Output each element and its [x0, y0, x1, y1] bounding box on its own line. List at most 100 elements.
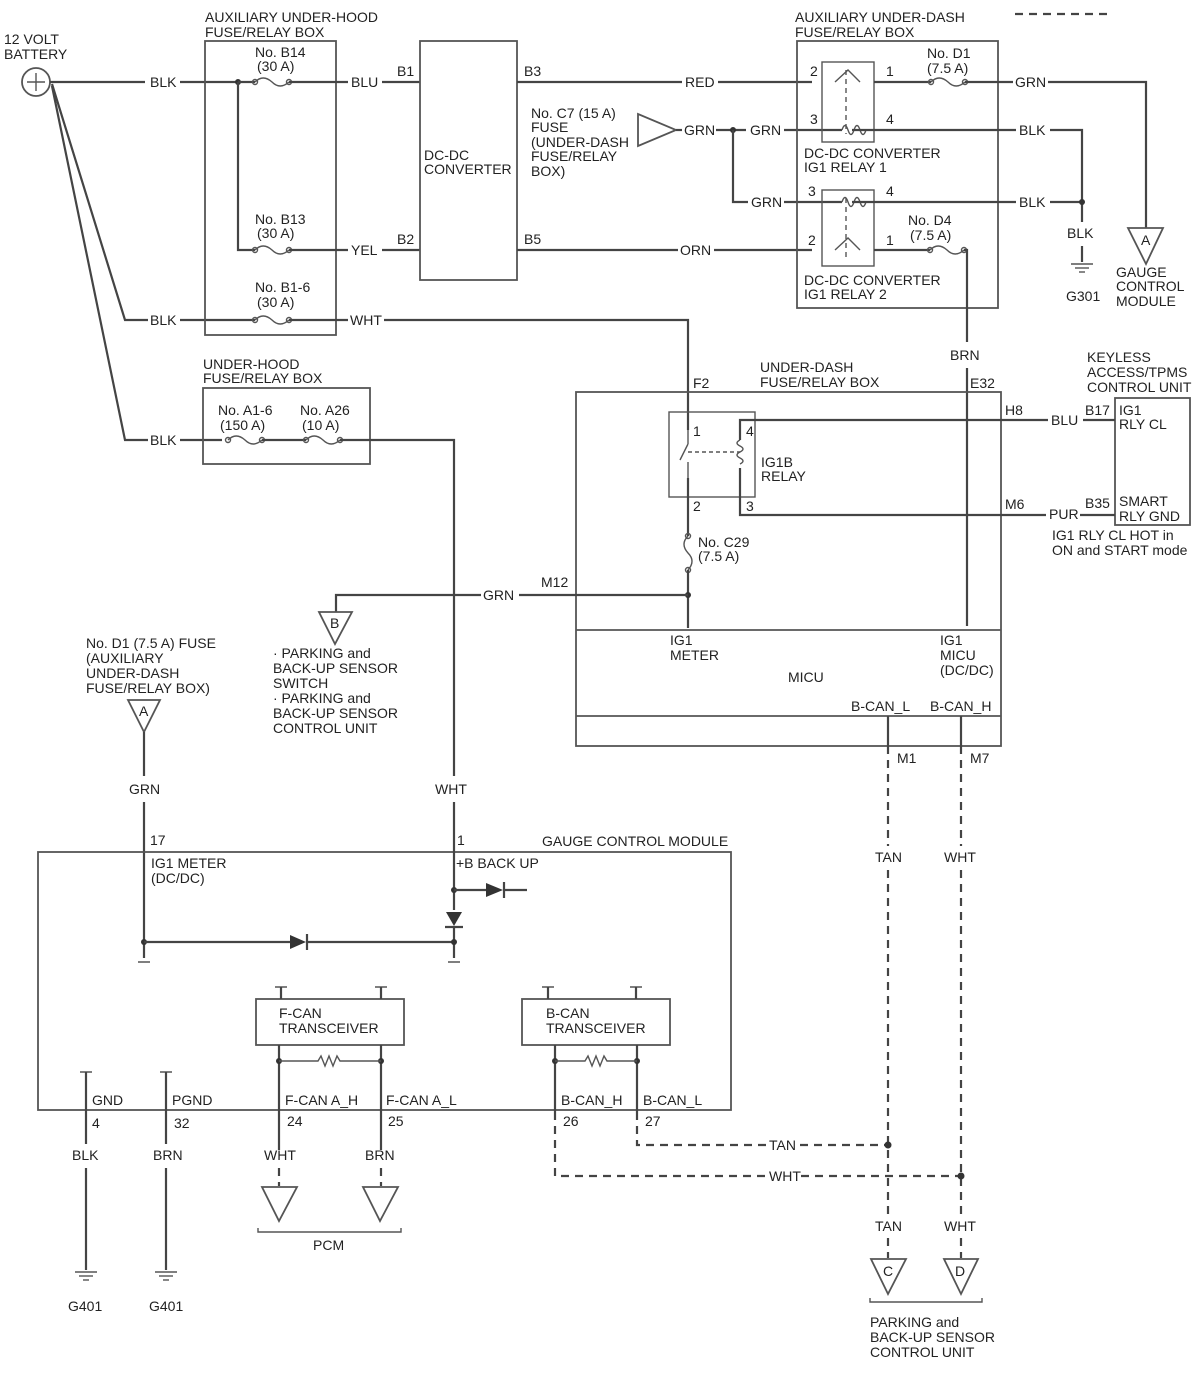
fuse-b13-rating: (30 A) [257, 225, 294, 241]
wire-brn-2: BRN [153, 1147, 183, 1163]
connector-c-label: C [883, 1263, 893, 1279]
svg-text:RLY GND: RLY GND [1119, 508, 1180, 524]
gcm-pin-32: 32 [174, 1115, 190, 1131]
aux-hood-title-2: FUSE/RELAY BOX [205, 24, 325, 40]
fuse-c29 [683, 532, 693, 574]
keyless-note-2: ON and START mode [1052, 542, 1188, 558]
wire-grn-5: GRN [483, 587, 514, 603]
svg-text:B-CAN: B-CAN [546, 1005, 590, 1021]
gcm-ig1-meter-label: IG1 METER [151, 855, 226, 871]
svg-text:SMART: SMART [1119, 493, 1168, 509]
dcdc-label-1: DC-DC [424, 147, 469, 163]
relay2-pin-3: 3 [808, 183, 816, 199]
micu-pin-m7: M7 [970, 750, 990, 766]
ig1b-relay-label-1: IG1B [761, 454, 793, 470]
fuse-b16-label: No. B1-6 [255, 279, 310, 295]
gcm-pin-25: 25 [388, 1113, 404, 1129]
under-hood-title-1: UNDER-HOOD [203, 356, 299, 372]
relay1-label-2: IG1 RELAY 1 [804, 159, 887, 175]
fuse-d4 [926, 245, 968, 255]
under-dash-pin-f2: F2 [693, 375, 710, 391]
micu-bcan-l-label: B-CAN_L [851, 698, 910, 714]
gcm-ref-label-1: GAUGE [1116, 264, 1167, 280]
svg-text:KEYLESS: KEYLESS [1087, 349, 1151, 365]
svg-text:FUSE/RELAY BOX): FUSE/RELAY BOX) [86, 680, 210, 696]
fuse-c29-label: No. C29 [698, 534, 750, 550]
fuse-b13 [251, 245, 293, 255]
gcm-pgnd-label: PGND [172, 1092, 212, 1108]
svg-text:CONTROL UNIT: CONTROL UNIT [870, 1344, 975, 1360]
dcdc-ig1-relay-2: 3 4 2 1 DC-DC CONVERTER IG1 RELAY 2 [804, 183, 941, 302]
connector-a-label-1: A [1141, 232, 1151, 248]
dcdc-pin-b2: B2 [397, 231, 414, 247]
fuse-d4-rating: (7.5 A) [910, 227, 951, 243]
fuse-b13-label: No. B13 [255, 211, 306, 227]
aux-under-hood-box: AUXILIARY UNDER-HOOD FUSE/RELAY BOX No. … [204, 9, 378, 336]
under-dash-title-2: FUSE/RELAY BOX [760, 374, 880, 390]
micu-ig1-meter-label-1: IG1 [670, 632, 693, 648]
keyless-note-1: IG1 RLY CL HOT in [1052, 527, 1174, 543]
gcm-pin-4: 4 [92, 1115, 100, 1131]
fuse-c29-rating: (7.5 A) [698, 548, 739, 564]
svg-text:RLY CL: RLY CL [1119, 416, 1167, 432]
battery-label-2: BATTERY [4, 46, 68, 62]
gcm-dcdc-label: (DC/DC) [151, 870, 205, 886]
gcm-bcan-h-label: B-CAN_H [561, 1092, 622, 1108]
gcm-fcan-l-label: F-CAN A_L [386, 1092, 457, 1108]
ig1-diode [290, 935, 306, 949]
wire-grn-1: GRN [684, 122, 715, 138]
fuse-a16 [224, 435, 266, 445]
battery-label-1: 12 VOLT [4, 31, 59, 47]
wire-wht-4: WHT [944, 849, 976, 865]
dcdc-pin-b5: B5 [524, 231, 541, 247]
wire-blk-4: BLK [1019, 122, 1046, 138]
under-hood-box: UNDER-HOOD FUSE/RELAY BOX No. A1-6 (150 … [202, 356, 371, 465]
wire-blk-6: BLK [1067, 225, 1094, 241]
under-dash-title-1: UNDER-DASH [760, 359, 853, 375]
fuse-d1-rating: (7.5 A) [927, 60, 968, 76]
aux-hood-title-1: AUXILIARY UNDER-HOOD [205, 9, 378, 25]
wire-tan-1: TAN [875, 849, 902, 865]
ig1b-pin-3: 3 [746, 498, 754, 514]
svg-text:FUSE: FUSE [531, 119, 568, 135]
pcm-label: PCM [313, 1237, 344, 1253]
dcdc-pin-b3: B3 [524, 63, 541, 79]
ig1b-pin-2: 2 [693, 498, 701, 514]
svg-text:BOX): BOX) [531, 163, 565, 179]
wire-blu-2: BLU [1051, 412, 1078, 428]
series-diode [446, 912, 462, 926]
wire-brn-3: BRN [365, 1147, 395, 1163]
wire-orn: ORN [680, 242, 711, 258]
wire-tan-2: TAN [769, 1137, 796, 1153]
wire-red: RED [685, 74, 715, 90]
micu-ig1-micu-label-1: IG1 [940, 632, 963, 648]
connector-a-label-2: A [139, 703, 149, 719]
under-dash-pin-h8: H8 [1005, 402, 1023, 418]
fuse-d1-label: No. D1 [927, 45, 971, 61]
fuse-b16-rating: (30 A) [257, 294, 294, 310]
svg-text:UNDER-DASH: UNDER-DASH [86, 665, 179, 681]
svg-text:SWITCH: SWITCH [273, 675, 328, 691]
connector-d-label: D [955, 1263, 965, 1279]
svg-text:TRANSCEIVER: TRANSCEIVER [546, 1020, 646, 1036]
ig1b-pin-1: 1 [693, 423, 701, 439]
ground-g401-b-label: G401 [149, 1298, 183, 1314]
fuse-a26-label: No. A26 [300, 402, 350, 418]
wire-blk-3: BLK [150, 432, 177, 448]
gcm-pin-24: 24 [287, 1113, 303, 1129]
gcm-pin-1: 1 [457, 832, 465, 848]
fuse-b14-label: No. B14 [255, 44, 306, 60]
fuse-d1 [927, 77, 969, 87]
svg-text:(UNDER-DASH: (UNDER-DASH [531, 134, 629, 150]
gcm-backup-label: +B BACK UP [456, 855, 539, 871]
wire-grn-4: GRN [1015, 74, 1046, 90]
gcm-pin-17: 17 [150, 832, 166, 848]
fuse-b14-rating: (30 A) [257, 58, 294, 74]
connector-b-label: B [330, 615, 339, 631]
gcm-gnd-label: GND [92, 1092, 123, 1108]
keyless-control-unit: KEYLESS ACCESS/TPMS CONTROL UNIT B17 B35… [1085, 349, 1192, 526]
gcm-ref-label-3: MODULE [1116, 293, 1176, 309]
under-dash-box: UNDER-DASH FUSE/RELAY BOX F2 E32 H8 M6 M… [541, 359, 1025, 747]
micu-ig1-meter-label-2: METER [670, 647, 719, 663]
